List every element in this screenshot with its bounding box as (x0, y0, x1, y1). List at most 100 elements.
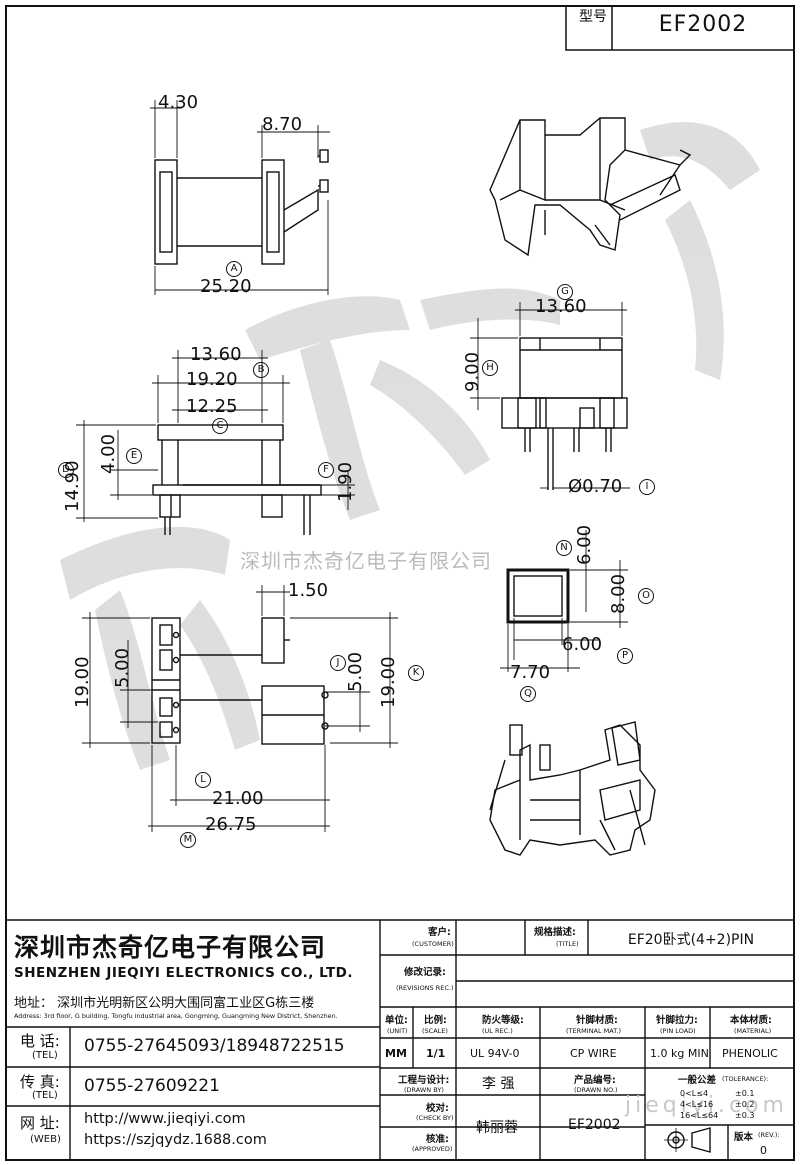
marker-b: B (253, 362, 269, 378)
drawn-label: 工程与设计: (398, 1075, 450, 1086)
version-label-en: (REV.): (758, 1131, 780, 1139)
dim-front-h3: 1.90 (335, 461, 356, 502)
terminal-value: CP WIRE (570, 1047, 617, 1060)
dim-section-top: 6.00 (574, 524, 595, 565)
watermark-site: jieqiyi.com (625, 1093, 788, 1118)
fax-label: 传 真: (20, 1073, 60, 1091)
dim-top-c: 25.20 (200, 276, 252, 297)
title-label: 规格描述: (534, 927, 576, 938)
unit-value: MM (385, 1047, 407, 1060)
terminal-label: 针脚材质: (576, 1015, 618, 1026)
marker-f: F (318, 462, 334, 478)
watermark-company: 深圳市杰奇亿电子有限公司 (240, 549, 492, 573)
drawn-label-en: (DRAWN BY) (404, 1086, 444, 1094)
tel-value: 0755-27645093/18948722515 (84, 1036, 345, 1056)
company-name-cn: 深圳市杰奇亿电子有限公司 (14, 933, 327, 962)
tol-range-2: 4<L≤16 (680, 1100, 714, 1109)
watermark-logo (60, 122, 760, 770)
check-label-en: (CHECK BY) (416, 1114, 454, 1122)
side-view (501, 337, 628, 490)
unit-label-en: (UNIT) (387, 1027, 408, 1035)
section-view (506, 568, 570, 624)
terminal-label-en: (TERMINAL MAT.) (566, 1027, 622, 1035)
material-value: PHENOLIC (722, 1047, 778, 1060)
isometric-view-bottom (489, 721, 656, 856)
tel-label-en: (TEL) (32, 1050, 58, 1061)
tel-label: 电 话: (20, 1032, 60, 1050)
dim-bottom-right-inner: 5.00 (345, 651, 366, 692)
marker-c: C (212, 418, 228, 434)
marker-n: N (556, 540, 572, 556)
check-label: 校对: (426, 1103, 449, 1114)
marker-h: H (482, 360, 498, 376)
customer-label: 客户: (428, 927, 451, 938)
fax-value: 0755-27609221 (84, 1076, 220, 1096)
title-label-en: (TITLE) (556, 940, 579, 948)
material-label: 本体材质: (730, 1015, 772, 1026)
marker-o: O (638, 588, 654, 604)
marker-g: G (557, 284, 573, 300)
tolerance-label-en: (TOLERANCE): (722, 1075, 769, 1083)
version-label: 版本 (734, 1132, 754, 1143)
model-value: EF2002 (658, 12, 748, 37)
approved-label-en: (APPROVED) (412, 1145, 453, 1153)
company-name-en: SHENZHEN JIEQIYI ELECTRONICS CO., LTD. (14, 965, 354, 981)
marker-q: Q (520, 686, 536, 702)
tol-value-1: ±0.1 (735, 1089, 755, 1098)
dim-section-height: 8.00 (608, 573, 629, 614)
dim-bottom-w2: 26.75 (205, 814, 257, 835)
drawn-value: 李 强 (482, 1076, 515, 1092)
web-label: 网 址: (20, 1114, 60, 1132)
title-block-grid (6, 919, 794, 1160)
pinload-value: 1.0 kg MIN (650, 1047, 709, 1060)
dim-front-d3: 12.25 (186, 396, 238, 417)
dim-section-inner: 6.00 (562, 634, 603, 655)
model-label: 型号 (579, 9, 607, 25)
marker-m: M (180, 832, 196, 848)
dim-side-width: 13.60 (535, 296, 587, 317)
company-address-en: Address: 3rd floor, G building, Tongfu i… (14, 1012, 338, 1020)
tol-value-3: ±0.3 (735, 1111, 755, 1120)
drawnno-value: EF2002 (568, 1117, 621, 1133)
web-link-1[interactable]: http://www.jieqiyi.com (84, 1111, 246, 1127)
check-value: 韩丽蓉 (476, 1120, 518, 1136)
marker-i: I (639, 479, 655, 495)
top-view (154, 149, 329, 265)
drawnno-label-en: (DRAWN NO.) (574, 1086, 618, 1094)
isometric-view-top (489, 117, 692, 257)
dim-section-outer: 7.70 (510, 662, 551, 683)
ulrec-value: UL 94V-0 (470, 1047, 520, 1060)
customer-label-en: (CUSTOMER) (412, 940, 454, 948)
scale-label: 比例: (424, 1015, 447, 1026)
company-address-cn: 地址： 深圳市光明新区公明大围同富工业区G栋三楼 (14, 996, 315, 1011)
unit-label: 单位: (385, 1015, 408, 1026)
scale-label-en: (SCALE) (422, 1027, 448, 1035)
web-link-2[interactable]: https://szjqydz.1688.com (84, 1132, 267, 1148)
bottom-view (151, 617, 329, 745)
dim-bottom-left-inner: 5.00 (112, 647, 133, 688)
dim-front-d2: 19.20 (186, 369, 238, 390)
dim-top-a: 4.30 (158, 92, 199, 113)
fax-label-en: (TEL) (32, 1090, 58, 1101)
tolerance-label: 一般公差 (678, 1075, 717, 1086)
tol-range-3: 16<L≤64 (680, 1111, 719, 1120)
drawnno-label: 产品编号: (574, 1075, 616, 1086)
pinload-label: 针脚拉力: (656, 1015, 698, 1026)
marker-a: A (226, 261, 242, 277)
web-label-en: (WEB) (30, 1134, 61, 1145)
dim-bottom-left-h: 19.00 (72, 656, 93, 708)
ulrec-label-en: (UL REC.) (482, 1027, 513, 1035)
scale-value: 1/1 (426, 1047, 446, 1060)
marker-p: P (617, 648, 633, 664)
marker-e: E (126, 448, 142, 464)
pinload-label-en: (PIN LOAD) (660, 1027, 696, 1035)
dim-front-d1: 13.60 (190, 344, 242, 365)
dim-bottom-w1: 21.00 (212, 788, 264, 809)
title-value: EF20卧式(4+2)PIN (627, 932, 755, 948)
dim-side-pin: Ø0.70 (568, 476, 623, 497)
tol-value-2: ±0.2 (735, 1100, 755, 1109)
revisions-label-en: (REVISIONS REC.) (396, 984, 454, 992)
revisions-label: 修改记录: (404, 967, 446, 978)
dim-top-b: 8.70 (262, 114, 303, 135)
